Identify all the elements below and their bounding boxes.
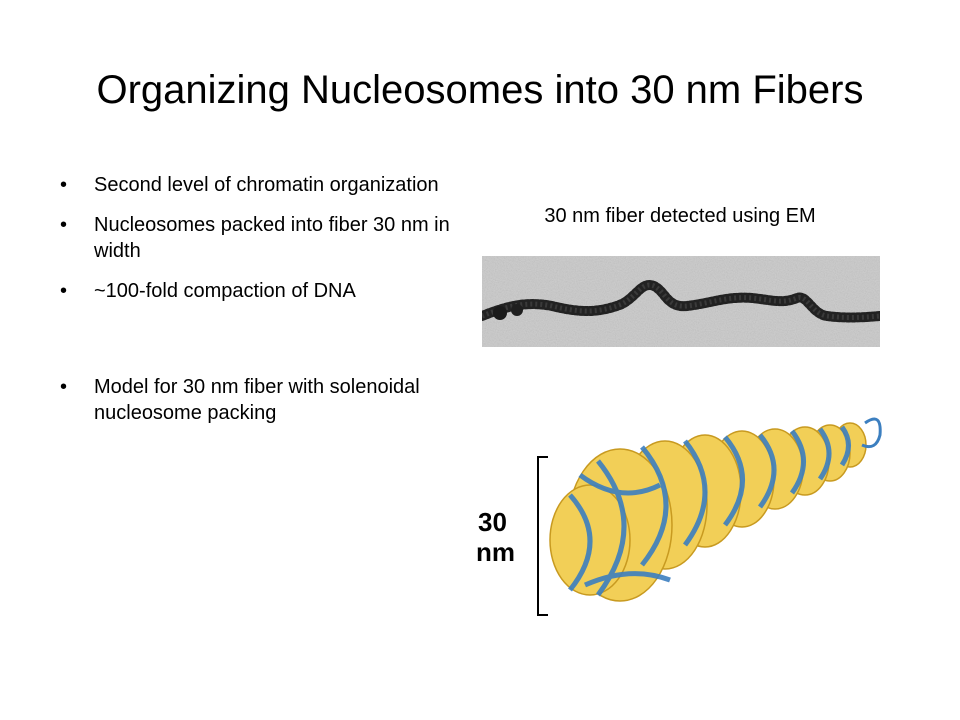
slide-title: Organizing Nucleosomes into 30 nm Fibers [96, 68, 864, 112]
scale-value: 30 [478, 507, 507, 537]
bullet-item: Model for 30 nm fiber with solenoidal nu… [60, 374, 480, 426]
scale-unit: nm [476, 537, 515, 567]
bullet-item: Nucleosomes packed into fiber 30 nm in w… [60, 212, 480, 264]
bullet-list: Second level of chromatin organization N… [60, 172, 480, 440]
em-micrograph [477, 256, 885, 347]
solenoid-model: 30 nm [470, 405, 890, 625]
bullet-item: Second level of chromatin organization [60, 172, 480, 198]
bullet-item: ~100-fold compaction of DNA [60, 278, 480, 304]
dna-coil [861, 417, 882, 449]
nucleosome-fiber [549, 422, 867, 602]
em-caption: 30 nm fiber detected using EM [544, 205, 816, 227]
